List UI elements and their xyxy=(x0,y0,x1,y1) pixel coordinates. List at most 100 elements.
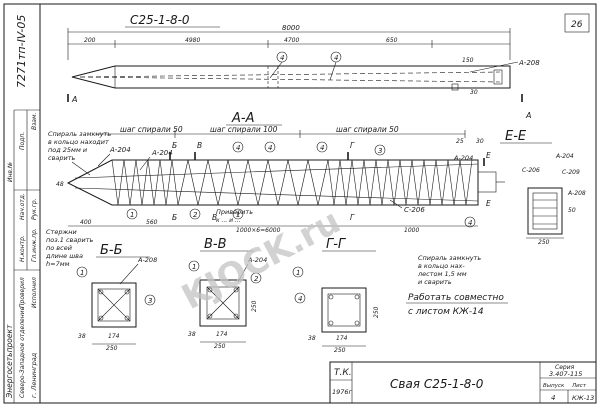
callout-1-gg-label: 1 xyxy=(296,269,300,277)
callout-4-gg-label: 4 xyxy=(298,295,302,303)
label-c209-ee: С-209 xyxy=(562,169,580,176)
side-role-6: Исполнил xyxy=(31,277,38,308)
spiral-section: шаг спирали 50 шаг спирали 100 шаг спира… xyxy=(56,125,505,234)
note-2-line2: к ... и ... xyxy=(216,217,241,224)
tb-tk: Т.К. xyxy=(334,368,352,378)
dim-560: 560 xyxy=(146,219,158,226)
callout-1-gg xyxy=(292,266,304,278)
note-3-line1: Стержни xyxy=(46,228,77,236)
note-4-line1: Спираль замкнуть xyxy=(418,254,481,262)
callout-3-bb-label: 3 xyxy=(148,297,152,305)
label-a208-top: А-208 xyxy=(518,59,540,67)
callout-4-gg xyxy=(294,292,306,304)
section-a-left: А xyxy=(71,95,77,104)
note-1-line1: Спираль замкнуть xyxy=(48,130,111,138)
mark-e-top: Е xyxy=(486,151,491,160)
section-bb-title: Б-Б xyxy=(100,243,123,258)
section-aa-title: А-А xyxy=(231,111,254,126)
dim-174-gg: 174 xyxy=(336,335,348,342)
dim-38-gg: 38 xyxy=(308,335,316,342)
tb-issue-value: 4 xyxy=(551,394,555,402)
section-a-right: А xyxy=(525,111,531,120)
note-4-line2: в кольцо нах- xyxy=(418,262,465,270)
pile-elevation: 8000 200 4980 4700 650 4 4 А-208 150 30 xyxy=(67,24,540,120)
section-ee-title: Е-Е xyxy=(505,129,527,144)
note-work-together: Работать совместно с листом КЖ-14 xyxy=(406,293,508,317)
dim-1000x6: 1000×6=6000 xyxy=(236,227,281,234)
dim-174-bb: 174 xyxy=(108,333,120,340)
dim-174-vv: 174 xyxy=(216,331,228,338)
callout-1-vv xyxy=(188,260,200,272)
side-role-5: Проверил xyxy=(19,277,26,308)
callout-2-vv-label: 2 xyxy=(254,275,259,283)
note-1-line2: в кольцо находит xyxy=(48,138,109,146)
dim-total: 8000 xyxy=(282,24,300,32)
side-role-4: Рук.гр. xyxy=(31,198,38,220)
tb-sheet-value: КЖ-13 xyxy=(572,394,594,402)
tb-year: 1976г xyxy=(332,388,353,396)
callout-2-spiral-label: 2 xyxy=(193,211,198,219)
section-vv-drawing: А-204 2 1 174 250 250 38 xyxy=(188,256,267,350)
dim-38-vv: 38 xyxy=(188,331,196,338)
dim-50-ee: 50 xyxy=(568,207,576,214)
callout-3-spiral-label: 3 xyxy=(378,147,382,155)
tb-sheet-label: Лист xyxy=(571,383,587,389)
title-block: Т.К. 1976г Свая С25-1-8-0 Серия 3.407-11… xyxy=(329,361,597,404)
callout-4-spiral-d-label: 4 xyxy=(468,219,472,227)
label-a204-ee: А-204 xyxy=(555,153,574,160)
dim-250-gg: 250 xyxy=(334,347,346,354)
callout-1-vv-label: 1 xyxy=(192,263,196,271)
section-bb-drawing: А-208 1 3 174 250 38 xyxy=(76,256,157,352)
side-org-branch: Северо-Западное отделение xyxy=(19,306,26,398)
note-5-line2: с листом КЖ-14 xyxy=(408,307,484,317)
dim-250-ee: 250 xyxy=(538,239,550,246)
callout-4-spiral-a-label: 4 xyxy=(236,144,240,152)
tb-issue-label: Выпуск xyxy=(543,383,565,389)
callout-1-bb xyxy=(76,266,88,278)
note-3-line4: длине шва xyxy=(45,252,83,260)
side-series-label: 7271тп-IV-05 xyxy=(15,15,28,88)
side-org-city: г. Ленинград xyxy=(30,352,38,398)
dim-1000-right: 1000 xyxy=(404,227,419,234)
spiral-step-left: шаг спирали 50 xyxy=(120,125,183,134)
tb-series-label: Серия xyxy=(555,364,575,371)
mark-g-bottom: Г xyxy=(350,213,355,222)
side-org-name: Энергосетьпроект xyxy=(5,324,14,399)
section-vv-title: В-В xyxy=(204,237,227,252)
note-weld: Приварить к ... и ... xyxy=(216,208,253,224)
side-role-1: Н.контр. xyxy=(19,235,26,262)
note-2-line1: Приварить xyxy=(216,208,253,216)
dim-250-vv: 250 xyxy=(214,343,226,350)
label-a208-ee: А-208 xyxy=(567,190,586,197)
dim-4700: 4700 xyxy=(284,37,299,44)
dim-650: 650 xyxy=(386,37,398,44)
section-gg-title: Г-Г xyxy=(326,237,347,252)
side-role-3: Нач.отд. xyxy=(19,193,26,220)
dim-25-right: 25 xyxy=(456,138,464,145)
section-ee-drawing: С-206 А-204 С-209 А-208 50 250 xyxy=(522,153,586,246)
section-gg-drawing: 1 4 174 250 250 38 xyxy=(292,266,380,354)
side-stamp-sign: Подп. xyxy=(19,132,26,150)
note-spiral-close: Спираль замкнуть в кольцо нах- лестом 1,… xyxy=(417,254,481,286)
callout-3-spiral xyxy=(374,144,386,156)
note-5-line1: Работать совместно xyxy=(408,293,504,303)
note-3-line5: h=7мм xyxy=(46,260,70,268)
callout-4-spiral-d xyxy=(464,216,476,228)
note-1-line4: сварить xyxy=(48,154,76,162)
dim-200-top: 200 xyxy=(84,37,96,44)
sheet-number: 26 xyxy=(571,20,583,30)
dim-150-top: 150 xyxy=(462,57,474,64)
note-4-line3: лестом 1,5 мм xyxy=(417,270,467,278)
dim-38-bb: 38 xyxy=(78,333,86,340)
callout-4-spiral-a xyxy=(232,141,244,153)
note-spiral-ring: Спираль замкнуть в кольцо находит под 25… xyxy=(48,130,111,176)
sheet-number-box xyxy=(564,13,590,33)
dim-400: 400 xyxy=(80,219,92,226)
label-a208-bb: А-208 xyxy=(137,256,157,264)
mark-v-top: В xyxy=(197,141,202,150)
label-c206-spiral: С-206 xyxy=(404,206,425,214)
mark-b-top: Б xyxy=(172,141,177,150)
callout-1-bb-label: 1 xyxy=(80,269,84,277)
side-stamp-inv: Инв.№ xyxy=(7,162,14,182)
